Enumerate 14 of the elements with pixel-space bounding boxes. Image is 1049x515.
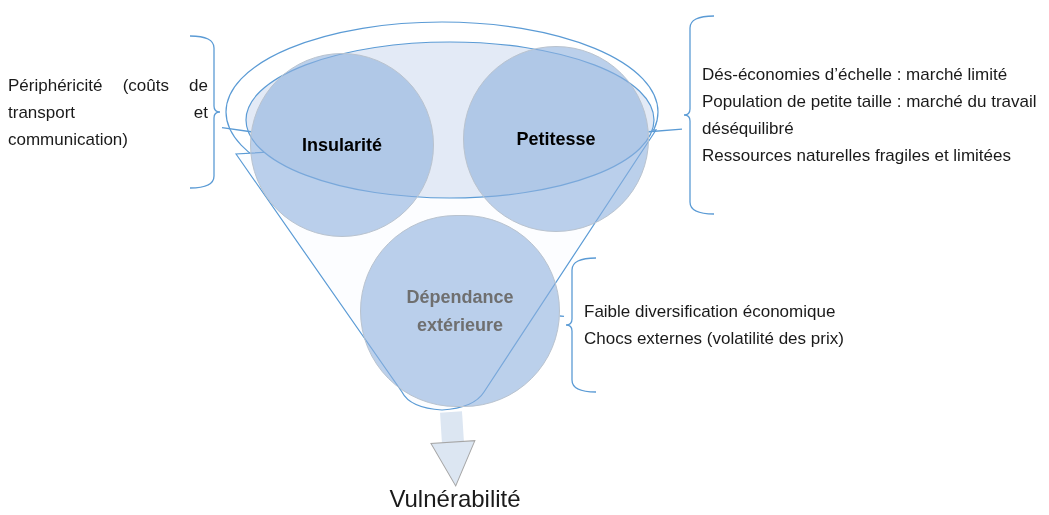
note-text: Chocs externes (volatilité des prix) xyxy=(584,328,845,350)
leader-line xyxy=(559,315,565,318)
note-text: Population de petite taille : marché du travail déséquilibré xyxy=(702,91,1038,140)
note-text: Faible diversification économique xyxy=(584,301,837,323)
leader-line xyxy=(221,126,252,133)
circle-label: Insularité xyxy=(301,134,383,157)
note-text: Dés-économies d’échelle : marché limité xyxy=(702,64,1009,86)
circle-label: Dépendance extérieure xyxy=(405,286,515,337)
block-arrow xyxy=(430,411,476,487)
leader-line xyxy=(648,128,683,133)
result-label: Vulnérabilité xyxy=(389,484,521,514)
circle-label: Petitesse xyxy=(515,128,597,151)
note-text: Ressources naturelles fragiles et limitées xyxy=(702,145,1012,167)
note-text: Périphéricité (coûts de transport et communication) xyxy=(8,74,208,151)
